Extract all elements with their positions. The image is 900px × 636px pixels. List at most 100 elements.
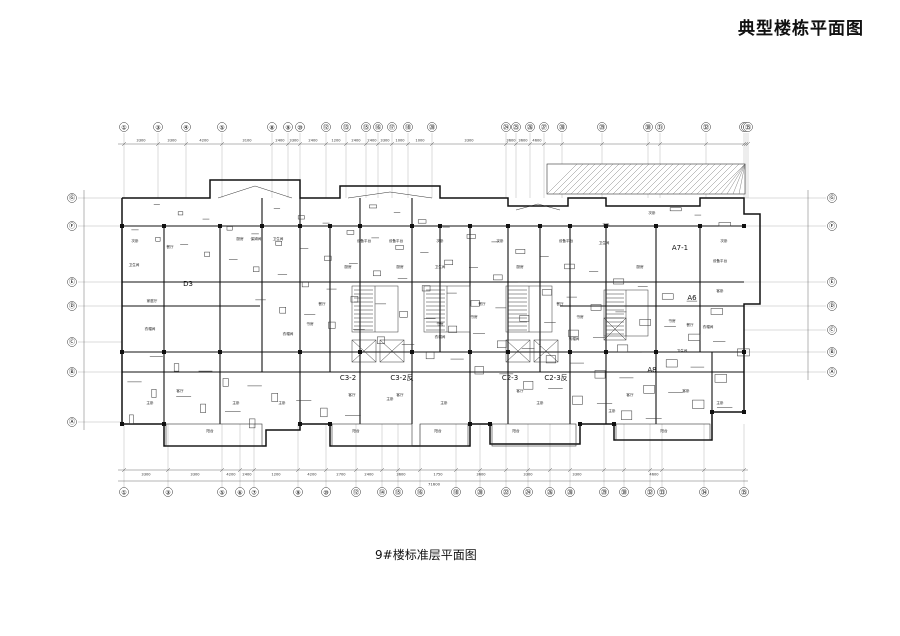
axis-label-left: Ⓓ <box>69 302 75 310</box>
axis-bubble-top <box>427 122 437 132</box>
axis-label-top: ⑨ <box>285 125 290 132</box>
furniture <box>448 325 458 333</box>
room-label: 厨房 <box>236 236 244 241</box>
axis-label-top: ⑯ <box>375 124 381 132</box>
dim-label-top: 4200 <box>199 139 209 143</box>
roof-hatch <box>546 163 746 195</box>
dim-label-top: 3600 <box>518 139 528 143</box>
elevator <box>351 339 377 363</box>
dim-label-bottom: 3300 <box>190 473 200 477</box>
axis-bubble-bottom <box>321 487 331 497</box>
axis-label-top: ⑤ <box>219 125 224 132</box>
axis-bubble-left <box>67 301 77 311</box>
room-label: 保姆间 <box>251 236 262 241</box>
axis-label-top: ㉔ <box>503 124 509 132</box>
axis-label-bottom: ⑥ <box>237 490 242 497</box>
column <box>578 422 582 426</box>
furniture <box>324 255 332 261</box>
axis-label-bottom: ⑳ <box>477 489 483 497</box>
furniture <box>594 370 606 379</box>
column <box>328 224 332 228</box>
column <box>710 410 714 414</box>
column <box>654 224 658 228</box>
axis-bubble-bottom <box>739 487 749 497</box>
column <box>218 224 222 228</box>
axis-label-top: ④ <box>183 125 188 132</box>
plan-caption: 9#楼标准层平面图 <box>375 548 477 562</box>
axis-bubble-top <box>119 122 129 132</box>
axis-bubble-bottom <box>451 487 461 497</box>
furniture <box>692 399 705 409</box>
column <box>468 350 472 354</box>
room-label: 主卧 <box>608 408 616 413</box>
axis-bubble-bottom <box>393 487 403 497</box>
axis-bubble-top <box>153 122 163 132</box>
axis-bubble-top <box>403 122 413 132</box>
axis-label-right: Ⓕ <box>829 222 835 230</box>
dim-label-bottom: 2700 <box>336 473 346 477</box>
axis-bubble-bottom <box>235 487 245 497</box>
room-label: 书房 <box>668 318 676 323</box>
column <box>506 224 510 228</box>
column <box>698 224 702 228</box>
dim-label-top: 2400 <box>308 139 318 143</box>
axis-label-top: ⑮ <box>363 124 369 132</box>
furniture <box>444 259 454 265</box>
axis-bubble-top <box>295 122 305 132</box>
axis-bubble-bottom <box>523 487 533 497</box>
room-label: 客厅 <box>176 388 184 393</box>
furniture <box>590 304 602 311</box>
axis-bubble-top <box>321 122 331 132</box>
room-label: 书房 <box>436 321 444 326</box>
elevator <box>379 339 405 363</box>
axis-bubble-top <box>525 122 535 132</box>
room-label: 厨房 <box>344 264 352 269</box>
unit-label: C2-3 <box>502 374 518 382</box>
axis-label-bottom: ⑫ <box>353 489 359 497</box>
axis-label-bottom: ① <box>121 490 126 497</box>
axis-label-top: ㉛ <box>657 124 663 132</box>
column <box>260 224 264 228</box>
column <box>120 224 124 228</box>
dim-label-top: 3300 <box>380 139 390 143</box>
axis-label-left: Ⓑ <box>69 368 75 376</box>
room-label: 客厅 <box>396 392 404 397</box>
room-label: 衣帽间 <box>145 326 156 331</box>
room-label: 客厅 <box>348 392 356 397</box>
roof-ridge <box>515 203 561 211</box>
room-label: 厨房 <box>396 264 404 269</box>
room-label: 阳台 <box>512 428 520 433</box>
axis-bubble-right <box>827 367 837 377</box>
axis-bubble-top <box>341 122 351 132</box>
axis-bubble-bottom <box>501 487 511 497</box>
dim-label-top: 4600 <box>532 139 542 143</box>
furniture <box>253 266 260 272</box>
furniture <box>226 226 233 231</box>
column <box>506 350 510 354</box>
room-label: 次卧 <box>602 222 610 227</box>
furniture <box>271 393 278 402</box>
axis-label-left: Ⓐ <box>69 418 75 426</box>
column <box>438 224 442 228</box>
room-label: 卫生间 <box>435 264 446 269</box>
axis-bubble-bottom <box>619 487 629 497</box>
balcony <box>419 423 469 447</box>
wall-fills <box>120 224 746 426</box>
axis-label-right: Ⓖ <box>829 194 835 202</box>
furniture <box>661 293 674 300</box>
room-label: 阳台 <box>434 428 442 433</box>
furniture <box>177 211 184 216</box>
balcony <box>615 423 711 441</box>
room-label: 书房 <box>306 321 314 326</box>
axis-bubble-top <box>361 122 371 132</box>
axis-bubble-top <box>539 122 549 132</box>
room-label: 设备平台 <box>559 238 574 243</box>
axis-label-left: Ⓒ <box>69 338 75 346</box>
column <box>742 224 746 228</box>
furniture <box>714 374 727 383</box>
furniture <box>493 274 503 281</box>
axis-label-right: Ⓑ <box>829 348 835 356</box>
axis-label-right: Ⓔ <box>829 278 835 286</box>
dim-label-top: 3300 <box>167 139 177 143</box>
furniture <box>710 308 723 315</box>
